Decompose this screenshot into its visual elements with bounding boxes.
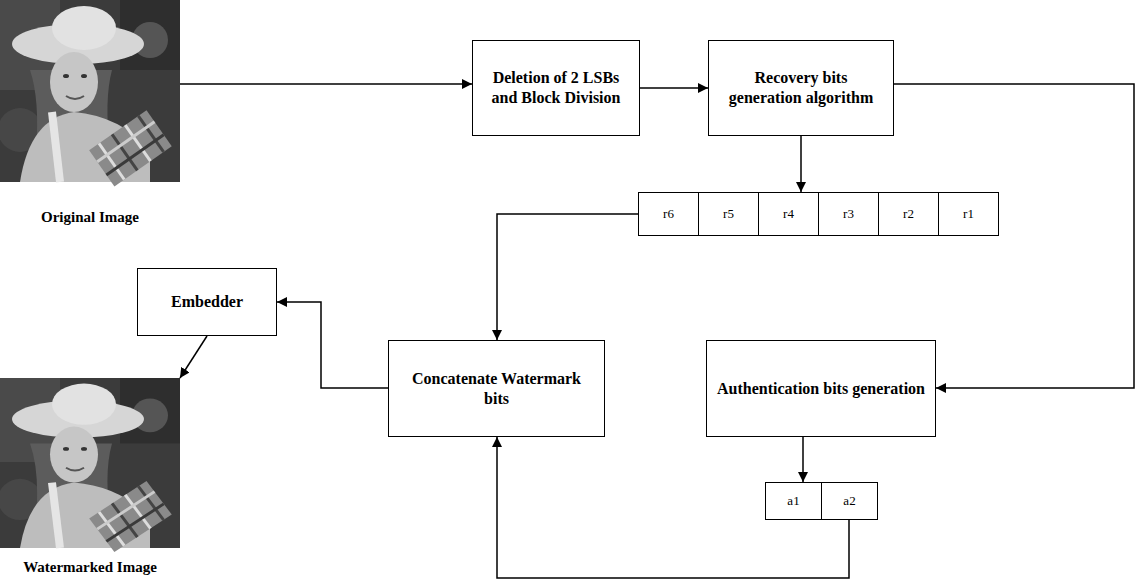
connector-arrow — [800, 136, 802, 192]
connector-arrow — [640, 87, 708, 89]
node-label: Authentication bits generation — [717, 379, 925, 399]
connector-arrow — [277, 302, 388, 388]
image-caption: Watermarked Image — [23, 558, 157, 576]
connector-arrow — [180, 83, 472, 85]
node-label: Concatenate Watermark bits — [399, 369, 594, 409]
bit-cell: r3 — [818, 192, 879, 236]
bit-cell: r4 — [758, 192, 819, 236]
connector-arrow — [497, 214, 638, 340]
node-label: r4 — [783, 206, 794, 222]
bit-cell: r2 — [878, 192, 939, 236]
watermarked-photo — [0, 378, 180, 552]
image-node: Original Image — [0, 0, 180, 226]
process-box: Concatenate Watermark bits — [388, 340, 605, 437]
node-label: a2 — [843, 493, 855, 509]
image-caption: Original Image — [41, 208, 139, 226]
bit-cell: r1 — [938, 192, 999, 236]
node-label: r5 — [723, 206, 734, 222]
node-label: r3 — [843, 206, 854, 222]
node-label: Deletion of 2 LSBs and Block Division — [483, 68, 629, 108]
original-photo — [0, 0, 180, 186]
node-label: a1 — [787, 493, 799, 509]
bit-cell: a1 — [765, 482, 822, 520]
process-box: Deletion of 2 LSBs and Block Division — [472, 40, 640, 136]
connector-arrow — [802, 437, 804, 482]
image-node: Watermarked Image — [0, 378, 180, 576]
node-label: r2 — [903, 206, 914, 222]
node-label: r6 — [663, 206, 674, 222]
connector-arrow — [180, 336, 207, 378]
bit-cell: r6 — [638, 192, 699, 236]
bit-cell: r5 — [698, 192, 759, 236]
process-box: Recovery bits generation algorithm — [708, 40, 894, 136]
node-label: Embedder — [171, 292, 243, 312]
process-box: Authentication bits generation — [706, 340, 936, 437]
node-label: Recovery bits generation algorithm — [719, 68, 883, 108]
connector-arrow — [497, 437, 849, 578]
bit-cell: a2 — [821, 482, 878, 520]
process-box: Embedder — [137, 268, 277, 336]
node-label: r1 — [963, 206, 974, 222]
